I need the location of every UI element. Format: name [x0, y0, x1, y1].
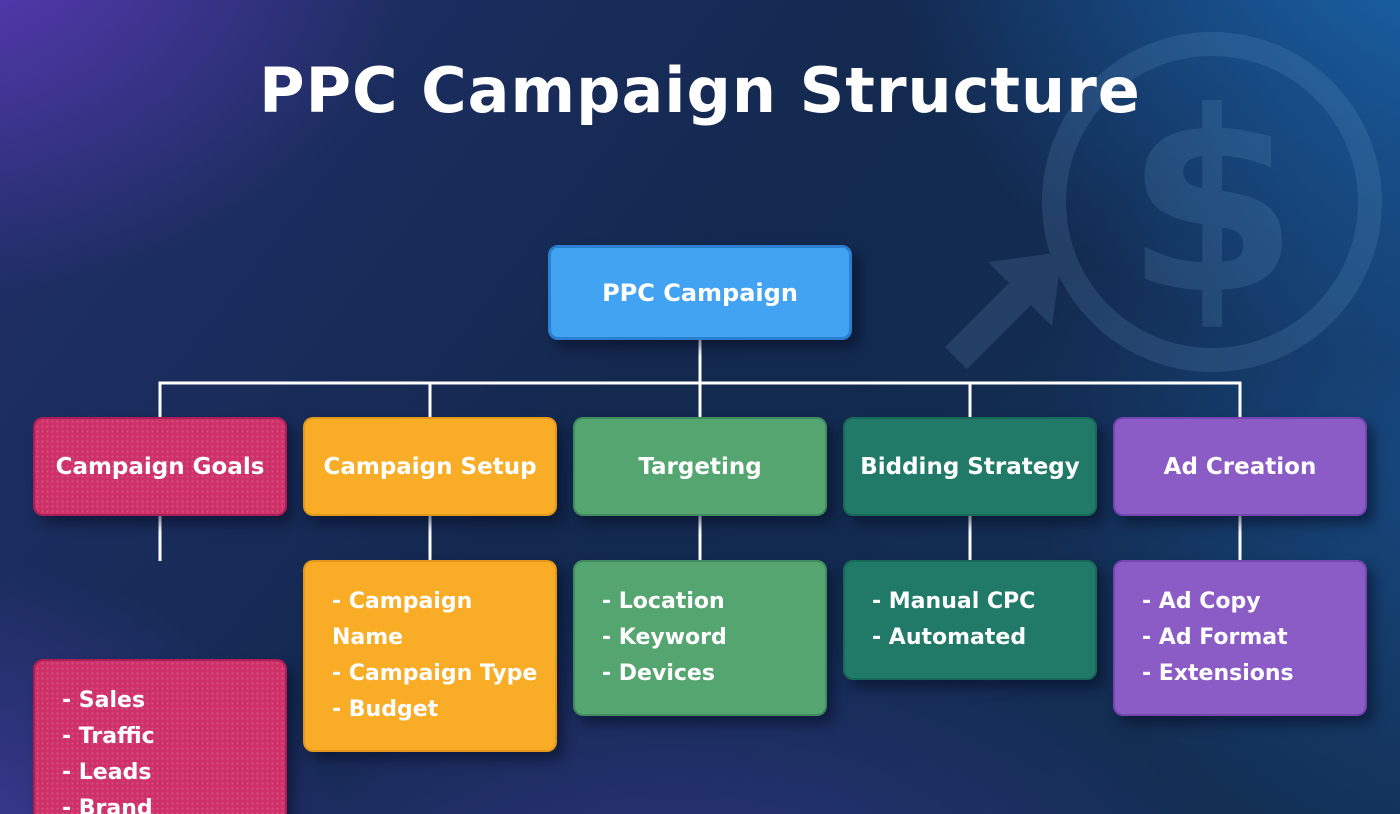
list-item: - Automated: [872, 625, 1027, 650]
list-item: - Devices: [602, 661, 715, 686]
list-item: - Ad Copy: [1142, 589, 1261, 614]
detail-bidding-strategy: - Manual CPC - Automated: [843, 560, 1097, 680]
list-item: - Brand Awareness: [62, 796, 153, 814]
list-item: - Leads: [62, 760, 152, 785]
list-item: - Budget: [332, 697, 439, 722]
page-title: PPC Campaign Structure: [259, 54, 1141, 127]
node-targeting: Targeting: [573, 417, 827, 516]
list-item: - Traffic: [62, 724, 155, 749]
node-campaign-setup: Campaign Setup: [303, 417, 557, 516]
list-item: - Extensions: [1142, 661, 1294, 686]
list-item: - Keyword: [602, 625, 727, 650]
detail-ad-creation: - Ad Copy - Ad Format - Extensions: [1113, 560, 1367, 716]
list-item: - Manual CPC: [872, 589, 1036, 614]
detail-campaign-setup: - Campaign Name - Campaign Type - Budget: [303, 560, 557, 752]
list-item: - Sales: [62, 688, 146, 713]
node-ad-creation: Ad Creation: [1113, 417, 1367, 516]
list-item: - Campaign Name: [332, 589, 473, 650]
list-item: - Campaign Type: [332, 661, 538, 686]
list-item: - Location: [602, 589, 725, 614]
cursor-arrow-icon: [945, 252, 1062, 369]
node-ppc-campaign: PPC Campaign: [548, 245, 852, 340]
node-bidding-strategy: Bidding Strategy: [843, 417, 1097, 516]
node-campaign-goals: Campaign Goals: [33, 417, 287, 516]
detail-campaign-goals: - Sales - Traffic - Leads - Brand Awaren…: [33, 659, 287, 814]
list-item: - Ad Format: [1142, 625, 1288, 650]
detail-targeting: - Location - Keyword - Devices: [573, 560, 827, 716]
